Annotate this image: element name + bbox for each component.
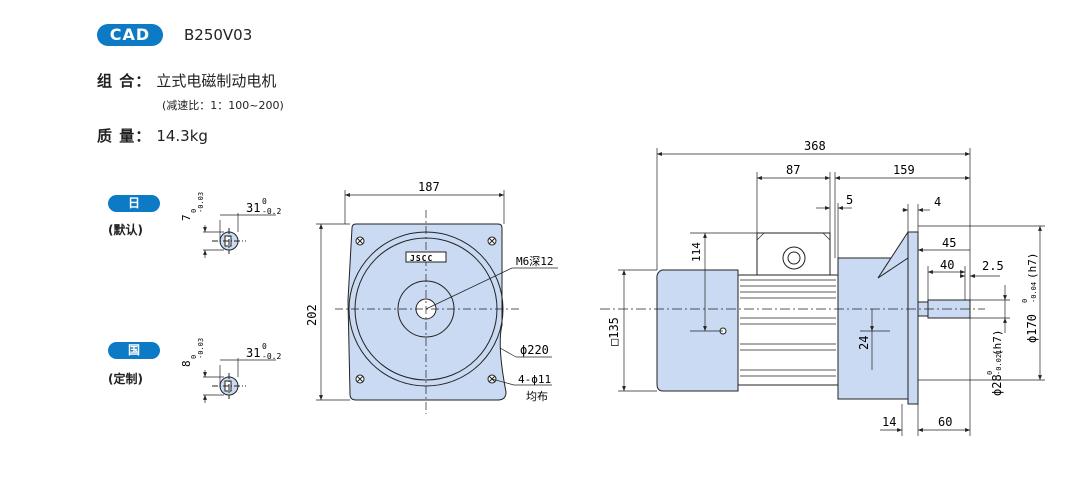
shaft-total-dim: 45 [942, 236, 956, 250]
japan-width-tol-top: 0 [262, 197, 267, 206]
china-width-dim: 31 [246, 346, 260, 360]
gearhead [837, 257, 909, 400]
combination-value: 立式电磁制动电机 [156, 72, 277, 90]
shaft-fit: (h7) [991, 330, 1004, 357]
front-height-dim: 202 [305, 304, 319, 326]
japan-key-tol-bottom: -0.03 [197, 192, 205, 213]
pilot-tol-bottom: -0.04 [1030, 282, 1038, 303]
japan-standard-badge: 日 标 [108, 195, 160, 227]
japan-key-tol-top: 0 [190, 209, 198, 213]
mount-hole-tl [355, 236, 365, 246]
mount-hole-bl [355, 374, 365, 384]
shaft-tip-dim: 2.5 [982, 259, 1004, 273]
japan-width-tol-bottom: -0.2 [262, 207, 281, 216]
front-width-dim: 187 [418, 180, 440, 194]
flange-offset-dim: 14 [882, 415, 896, 429]
japan-width-dim: 31 [246, 201, 260, 215]
nameplate-logo [405, 251, 447, 263]
china-width-tol-top: 0 [262, 342, 267, 351]
flange-thickness-dim: 4 [934, 195, 941, 209]
cooling-fins [740, 279, 836, 377]
brake-length-dim: 87 [786, 163, 800, 177]
front-dimensions [316, 190, 558, 401]
cable-gland-inner [787, 251, 801, 265]
mount-hole-tr [487, 236, 497, 246]
spec-weight: 质 量： 14.3kg [97, 125, 208, 146]
model-number: B250V03 [184, 26, 253, 44]
china-width-tol-bottom: -0.2 [262, 352, 281, 361]
cad-badge: CAD [97, 24, 163, 46]
gap-dim: 5 [846, 193, 853, 207]
china-key-tol-bottom: -0.03 [197, 338, 205, 359]
motor-body [656, 269, 739, 392]
shaft-section-japan [203, 213, 276, 258]
japan-standard-sub: (默认) [108, 223, 143, 237]
china-standard-sub: (定制) [108, 372, 143, 386]
gear-length-dim: 159 [893, 163, 915, 177]
spec-combination: 组 合： 立式电磁制动电机 [97, 70, 276, 91]
pilot-dia-dim: ϕ170 [1025, 314, 1039, 343]
holes-callout: 4-ϕ11 [518, 373, 551, 386]
japan-key-dim: 7 [180, 214, 193, 221]
box-height-dim: 114 [690, 242, 703, 262]
weight-value: 14.3kg [156, 127, 208, 145]
front-logo-text: JSCC [410, 254, 433, 263]
pilot-tol-top: 0 [1021, 299, 1029, 303]
output-length-dim: 60 [938, 415, 952, 429]
china-key-tol-top: 0 [190, 355, 198, 359]
tap-callout: M6深12 [516, 255, 554, 268]
pilot-fit: (h7) [1026, 253, 1039, 280]
output-flange [907, 231, 919, 405]
side-view [600, 231, 985, 405]
shaft-offset-dim: 24 [857, 336, 871, 350]
pcd-callout: ϕ220 [520, 343, 549, 357]
overall-length-dim: 368 [804, 139, 826, 153]
combination-label: 组 合： [97, 72, 152, 90]
motor-square-dim: □135 [607, 317, 621, 346]
side-dimensions [618, 148, 1045, 436]
shaft-section-china [203, 358, 276, 403]
china-key-dim: 8 [180, 360, 193, 367]
shaft-length-dim: 40 [940, 258, 954, 272]
shaft-tol-top: 0 [986, 371, 994, 375]
shaft-dia-dim: ϕ28 [990, 374, 1004, 396]
reduction-note: (减速比：1：100~200) [162, 99, 284, 112]
brake-housing [737, 274, 839, 386]
china-standard-badge: 国 标 [108, 342, 160, 374]
holes-note: 均布 [526, 390, 548, 403]
shaft-tol-bottom: -0.021 [995, 350, 1003, 375]
weight-label: 质 量： [97, 127, 152, 145]
